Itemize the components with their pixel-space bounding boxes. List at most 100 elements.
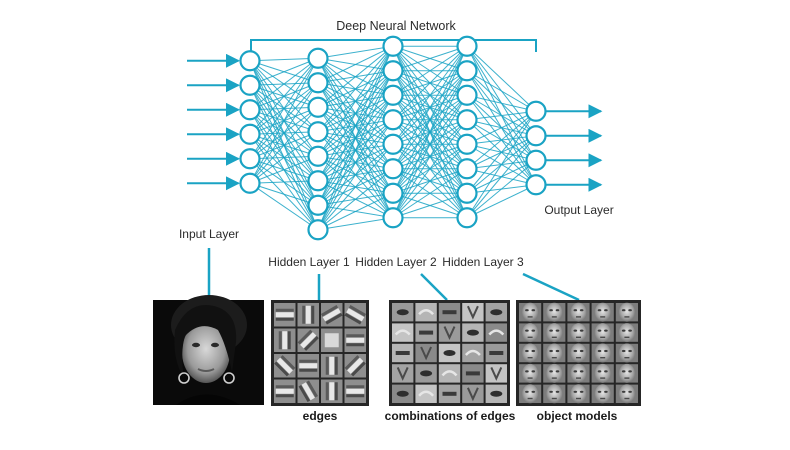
part-filter xyxy=(462,303,484,322)
edge-hidden2-hidden3 xyxy=(392,94,468,219)
edge-input-hidden1 xyxy=(249,58,319,184)
node-hidden3 xyxy=(456,84,478,106)
node-hidden2 xyxy=(382,182,404,204)
face-filter xyxy=(519,343,542,363)
face-filter xyxy=(591,302,614,322)
edge-hidden2-hidden3 xyxy=(392,45,468,72)
part-filter xyxy=(415,343,437,363)
part-filter xyxy=(462,384,484,403)
edge-filter xyxy=(321,379,343,403)
face-filter xyxy=(543,384,566,404)
part-filter xyxy=(438,303,461,322)
edge-hidden2-hidden3 xyxy=(392,119,468,219)
face-filter xyxy=(615,302,638,322)
node-hidden1 xyxy=(307,194,329,216)
node-input xyxy=(239,148,261,170)
face-filter xyxy=(591,343,614,363)
face-filter xyxy=(567,363,590,383)
part-filter xyxy=(485,323,507,342)
face-filter xyxy=(591,323,614,343)
panel-object-models xyxy=(516,300,641,406)
edge-filter xyxy=(344,328,366,352)
face-filter xyxy=(519,302,542,322)
part-filter xyxy=(415,303,437,322)
edge-filter xyxy=(274,303,296,327)
edge-input-hidden1 xyxy=(249,180,319,184)
part-filter xyxy=(415,384,437,403)
node-hidden1 xyxy=(307,145,329,167)
edge-hidden1-hidden2 xyxy=(317,119,394,231)
neuron-nodes xyxy=(239,35,547,241)
edge-hidden1-hidden2 xyxy=(317,45,394,133)
caption-edges: edges xyxy=(303,409,338,423)
face-filter xyxy=(567,384,590,404)
edge-hidden2-hidden3 xyxy=(392,45,468,96)
edge-hidden3-output xyxy=(466,159,537,219)
part-filter xyxy=(438,343,461,363)
edge-hidden1-hidden2 xyxy=(317,45,394,84)
edge-hidden1-hidden2 xyxy=(317,45,394,108)
node-hidden2 xyxy=(382,133,404,155)
part-filter xyxy=(485,384,507,403)
edge-hidden3-output xyxy=(466,110,537,145)
edge-hidden2-hidden3 xyxy=(392,192,468,219)
panel-input-photo xyxy=(153,295,264,405)
connector-hidden-3 xyxy=(522,272,580,302)
node-input xyxy=(239,74,261,96)
face-filter xyxy=(543,302,566,322)
part-filter xyxy=(438,384,461,403)
edge-filter xyxy=(321,328,343,352)
panel-combinations-of-edges xyxy=(389,300,510,406)
edge-hidden1-hidden2 xyxy=(317,45,394,59)
label-hidden-layer-1: Hidden Layer 1 xyxy=(268,255,350,269)
edge-hidden2-hidden3 xyxy=(392,45,468,145)
node-hidden3 xyxy=(456,207,478,229)
edge-hidden3-output xyxy=(466,110,537,121)
edge-hidden3-output xyxy=(466,110,537,219)
node-hidden3 xyxy=(456,133,478,155)
node-hidden1 xyxy=(307,47,329,69)
edge-input-hidden1 xyxy=(249,182,319,206)
edge-input-hidden1 xyxy=(249,131,319,184)
caption-combinations-of-edges: combinations of edges xyxy=(385,409,516,423)
edge-hidden2-hidden3 xyxy=(392,70,468,218)
edge-hidden2-hidden3 xyxy=(392,45,468,170)
face-filter xyxy=(591,363,614,383)
part-filter xyxy=(485,364,507,383)
edge-hidden1-hidden2 xyxy=(317,70,394,230)
node-hidden3 xyxy=(456,158,478,180)
label-hidden-layer-3: Hidden Layer 3 xyxy=(442,255,524,269)
edge-filter xyxy=(321,354,343,378)
node-hidden1 xyxy=(307,170,329,192)
node-output xyxy=(525,125,547,147)
part-filter xyxy=(392,384,414,403)
edge-hidden3-output xyxy=(466,135,537,219)
edge-hidden1-hidden2 xyxy=(317,217,394,231)
edge-hidden3-output xyxy=(466,184,537,219)
node-input xyxy=(239,172,261,194)
face-filter xyxy=(567,323,590,343)
part-filter xyxy=(462,323,484,342)
edge-filter xyxy=(274,328,296,352)
edge-filter xyxy=(297,379,319,403)
node-hidden3 xyxy=(456,109,478,131)
edge-hidden1-hidden2 xyxy=(317,143,394,231)
edge-hidden1-hidden2 xyxy=(317,46,394,230)
edge-hidden2-hidden3 xyxy=(392,45,468,121)
edge-input-hidden1 xyxy=(249,57,319,62)
edge-filter xyxy=(297,303,319,327)
edge-hidden3-output xyxy=(466,70,537,112)
edge-hidden1-hidden2 xyxy=(317,45,394,157)
edge-input-hidden1 xyxy=(249,57,319,86)
face-filter xyxy=(543,343,566,363)
node-hidden2 xyxy=(382,35,404,57)
edge-input-hidden1 xyxy=(249,182,319,231)
part-filter xyxy=(462,364,484,383)
face-filter xyxy=(519,363,542,383)
face-filter xyxy=(519,323,542,343)
node-input xyxy=(239,99,261,121)
edge-filter xyxy=(344,303,367,327)
part-filter xyxy=(392,364,414,383)
face-filter xyxy=(615,384,638,404)
edge-input-hidden1 xyxy=(249,57,319,135)
